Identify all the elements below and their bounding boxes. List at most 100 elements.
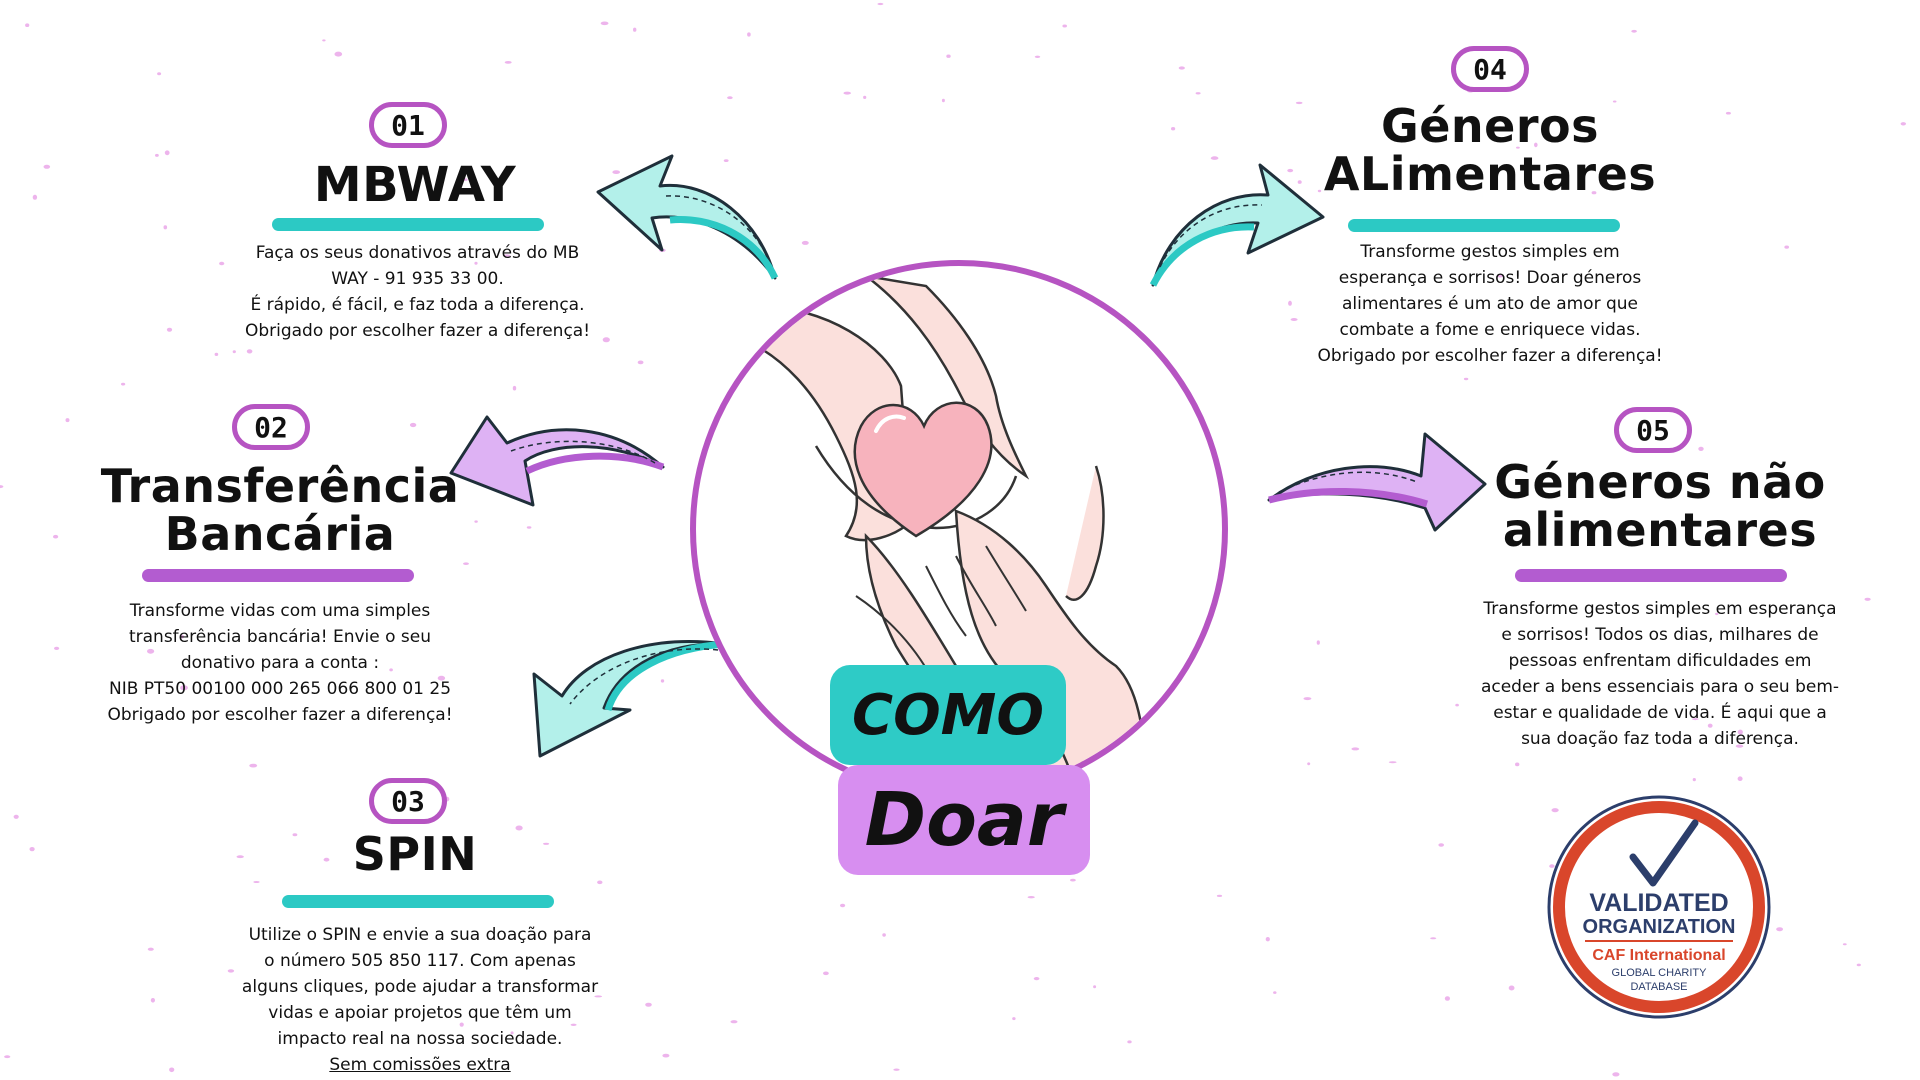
curved-arrow-icon [1149,163,1325,287]
confetti-dot [219,261,225,266]
confetti-dot [249,763,258,768]
confetti-dot [512,385,517,391]
confetti-dot [43,164,51,169]
confetti-dot [150,998,155,1003]
description-line: Transforme gestos simples em esperança [1483,599,1837,619]
underline-bar [1515,569,1787,582]
badge-line-validated: VALIDATED [1589,889,1728,917]
confetti-dot [515,825,523,831]
confetti-dot [730,1020,738,1024]
confetti-dot [1864,597,1871,601]
title-line: MBWAY [313,157,517,213]
confetti-dot [1303,697,1312,701]
confetti-dot [1430,937,1437,940]
confetti-dot [1725,111,1731,115]
confetti-dot [543,842,550,845]
section-description-generos-alimentares: Transforme gestos simples em esperança e… [1300,239,1680,369]
doar-label: Doar [838,765,1090,875]
confetti-dot [1737,776,1743,781]
confetti-dot [1093,985,1097,989]
description-line: vidas e apoiar projetos que têm um [268,1003,572,1023]
description-line: Obrigado por escolher fazer a diferença! [1317,346,1663,366]
confetti-dot [747,32,751,37]
confetti-dot [53,534,59,539]
confetti-dot [1612,100,1617,103]
description-line: Transforme gestos simples em [1360,242,1620,262]
confetti-dot [322,39,326,42]
badge-line-organization: ORGANIZATION [1583,916,1736,938]
no-fees-note: Sem comissões extra [329,1055,511,1075]
confetti-dot [594,995,603,998]
step-number-04: 04 [1451,46,1529,92]
title-line: ALimentares [1323,147,1657,202]
confetti-dot [1034,55,1041,58]
confetti-dot [25,23,30,28]
confetti-dot [1549,864,1555,868]
step-number-03: 03 [369,778,447,824]
confetti-dot [1784,245,1789,249]
confetti-dot [1216,894,1223,898]
confetti-dot [1287,168,1294,173]
step-number-02: 02 [232,404,310,450]
confetti-dot [1438,843,1444,847]
confetti-dot [1534,142,1538,148]
description-line: transferência bancária! Envie o seu [128,627,432,647]
confetti-dot [1317,189,1322,193]
section-title-transferencia: Transferência Bancária [100,462,460,559]
description-line: sua doação faz toda a diferença. [1521,729,1799,749]
confetti-dot [1735,744,1744,748]
como-label: COMO [830,665,1066,765]
description-line: WAY - 91 935 33 00. [331,269,504,289]
confetti-dot [32,194,38,200]
badge-line-caf: CAF International [1592,947,1725,964]
badge-line-global: GLOBAL CHARITY [1612,967,1708,979]
confetti-dot [1463,377,1469,381]
confetti-dot [727,96,733,100]
confetti-dot [121,382,126,386]
confetti-dot [1591,191,1597,195]
description-line: combate a fome e enriquece vidas. [1339,320,1641,340]
confetti-dot [1715,612,1719,616]
confetti-dot [526,526,532,529]
description-line: NIB PT50 00100 000 265 066 800 01 25 [108,679,452,699]
description-line: Transforme vidas com uma simples [129,601,431,621]
confetti-dot [334,51,343,57]
confetti-dot [1776,927,1783,932]
confetti-dot [389,668,393,672]
step-number-01: 01 [369,102,447,148]
confetti-dot [660,679,665,683]
confetti-dot [1612,1072,1620,1077]
confetti-dot [946,54,951,58]
confetti-dot [510,1031,514,1035]
confetti-dot [823,971,829,976]
confetti-dot [1288,300,1292,306]
confetti-dot [1737,729,1743,735]
confetti-dot [1631,29,1637,33]
confetti-dot [1551,808,1559,813]
confetti-dot [1508,985,1515,991]
confetti-dot [292,833,298,837]
confetti-dot [1455,703,1459,707]
confetti-dot [179,634,185,639]
confetti-dot [504,61,512,64]
confetti-dot [1062,24,1067,28]
confetti-dot [1171,127,1176,131]
curved-arrow-icon [532,640,727,758]
confetti-dot [1316,640,1320,645]
underline-bar [142,569,414,582]
confetti-dot [29,847,35,852]
confetti-dot [840,903,846,908]
confetti-dot [54,646,60,651]
confetti-dot [1351,747,1360,751]
validated-organization-badge: VALIDATED ORGANIZATION CAF International… [1547,795,1771,1019]
confetti-dot [612,170,620,175]
confetti-dot [157,72,162,76]
confetti-dot [1444,996,1450,1001]
description-line: estar e qualidade de vida. É aqui que a [1493,703,1827,723]
description-line: o número 505 850 117. Com apenas [264,951,576,971]
confetti-dot [633,27,637,32]
confetti-dot [843,91,851,95]
checkmark-icon [1629,819,1699,887]
description-line: Faça os seus donativos através do MB [255,243,580,263]
confetti-dot [941,98,945,103]
